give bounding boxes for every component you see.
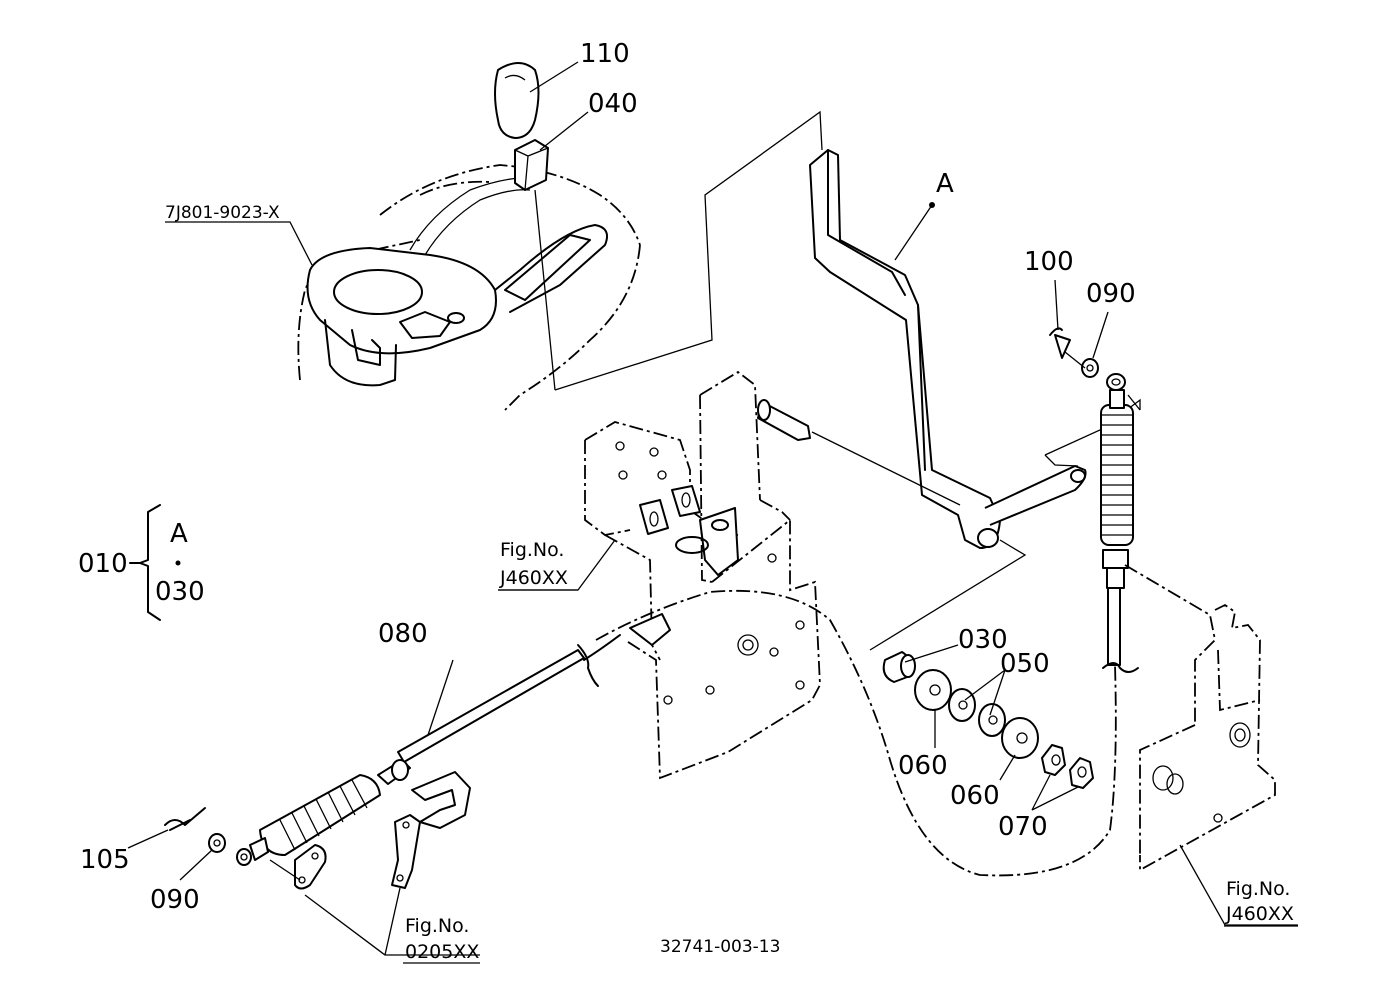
washer-top	[1081, 358, 1099, 378]
bracket-arm-1	[269, 844, 327, 890]
callout-080: 080	[378, 619, 428, 649]
fig-label-right: Fig.No.	[1226, 878, 1290, 900]
cable-boot-top	[1100, 404, 1134, 546]
bracket-arm-2	[391, 771, 471, 889]
shift-knob	[494, 62, 540, 139]
fig-label-bottom: Fig.No.	[405, 915, 469, 937]
cable-boot-bottom	[236, 759, 411, 866]
ref-part-number: 7J801-9023-X	[165, 203, 280, 223]
knob-sleeve	[514, 139, 549, 191]
hardware-stack	[882, 651, 1094, 789]
callout-040: 040	[588, 89, 638, 119]
dash-console	[297, 164, 641, 411]
fig-number-right: J460XX	[1225, 903, 1294, 925]
group-030: 030	[155, 577, 205, 607]
callout-100: 100	[1024, 247, 1074, 277]
cotter-pin-top	[1049, 327, 1071, 359]
fig-label-center: Fig.No.	[500, 539, 564, 561]
callout-105: 105	[80, 845, 130, 875]
callout-a-lever: A	[936, 169, 954, 199]
callout-110: 110	[580, 39, 630, 69]
group-letter-a: A	[170, 519, 188, 549]
washer-bottom	[208, 833, 226, 853]
pivot-pin	[757, 399, 961, 506]
group-bracket-010	[129, 504, 181, 621]
callout-010: 010	[78, 549, 128, 579]
drawing-number: 32741-003-13	[660, 937, 780, 957]
callout-090-bottom: 090	[150, 885, 200, 915]
callout-060-b: 060	[950, 781, 1000, 811]
right-bracket	[1124, 564, 1276, 872]
fig-number-center: J460XX	[499, 567, 568, 589]
fig-number-bottom: 0205XX	[405, 941, 479, 963]
callout-060-a: 060	[898, 751, 948, 781]
callout-030: 030	[958, 625, 1008, 655]
shift-lever-a	[809, 149, 1087, 549]
callout-090-top: 090	[1086, 279, 1136, 309]
cotter-pin-bottom	[164, 807, 206, 831]
callout-070: 070	[998, 812, 1048, 842]
center-bracket	[584, 370, 821, 780]
callout-050: 050	[1000, 649, 1050, 679]
control-cable	[397, 373, 1139, 877]
